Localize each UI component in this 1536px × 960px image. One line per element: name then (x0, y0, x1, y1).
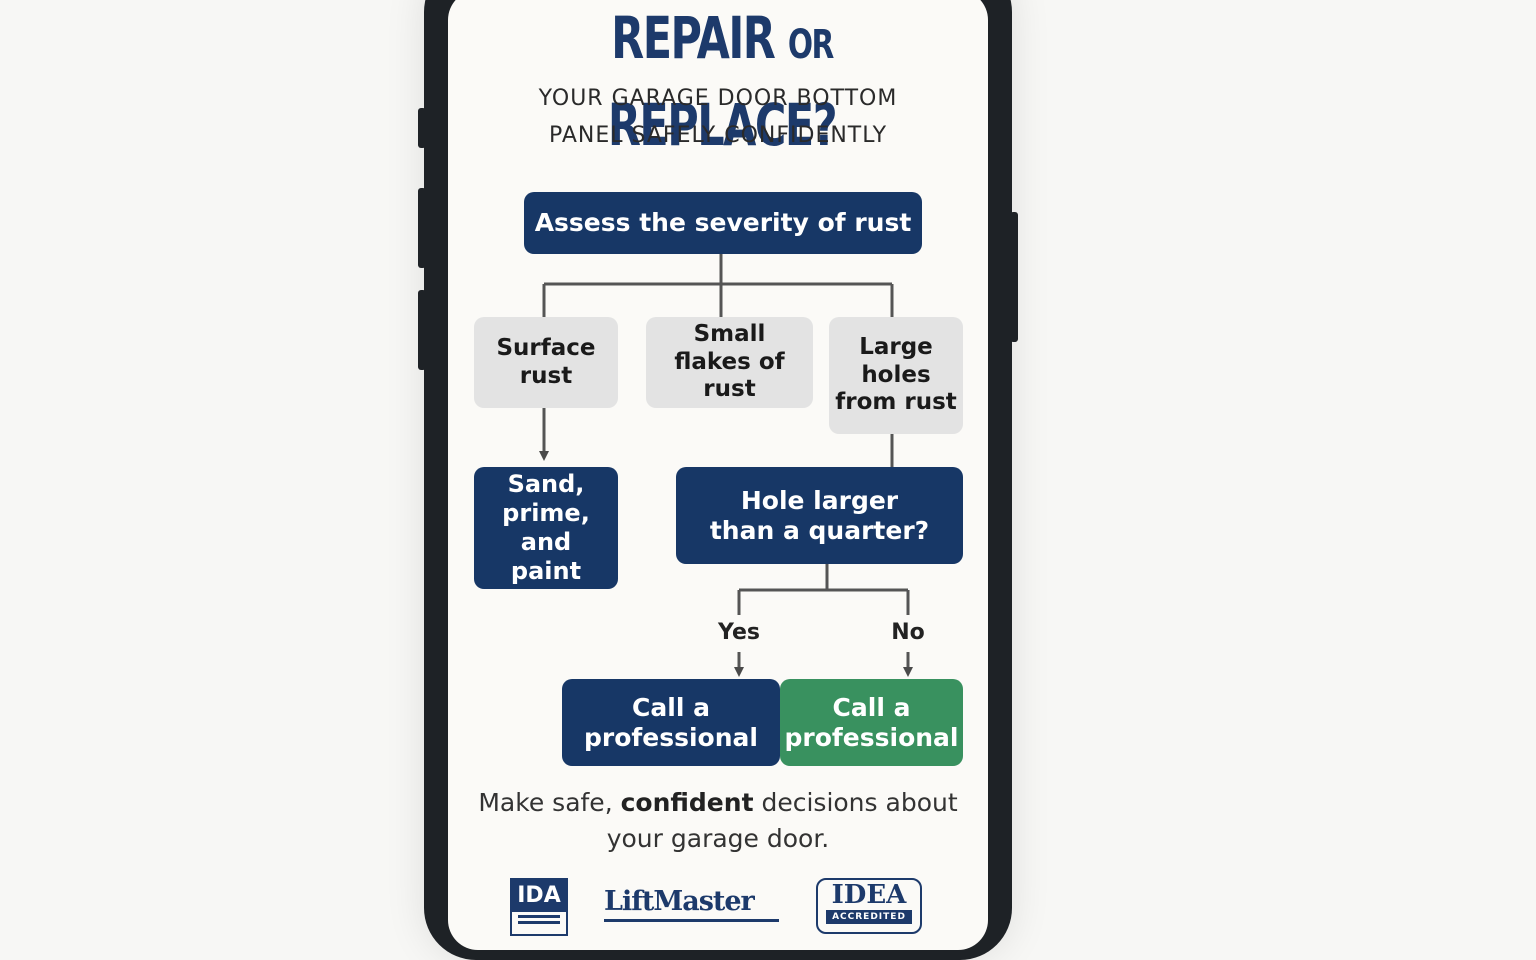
title-word-or: OR (787, 22, 834, 68)
option-large-holes: Large holes from rust (829, 317, 963, 434)
action-sand-prime-paint-label: Sand, prime, and paint (502, 470, 590, 585)
liftmaster-logo: LiftMaster (604, 886, 779, 922)
action-sand-prime-paint: Sand, prime, and paint (474, 467, 618, 589)
option-surface-rust-label: Surface rust (496, 334, 596, 389)
ida-logo-text: IDA (512, 880, 566, 912)
footer-tagline: Make safe, confident decisions about you… (458, 785, 978, 857)
branch-yes-label: Yes (718, 620, 760, 645)
phone-power-button (1010, 212, 1018, 342)
liftmaster-logo-text: LiftMaster (604, 886, 755, 917)
decision-hole-size-label: Hole larger than a quarter? (709, 485, 930, 545)
decision-hole-size: Hole larger than a quarter? (676, 467, 963, 564)
result-yes: Call a professional (562, 679, 780, 766)
phone-screen: REPAIR OR REPLACE? YOUR GARAGE DOOR BOTT… (448, 0, 988, 950)
footer-text-after: decisions about your garage door. (606, 788, 958, 853)
page-title: REPAIR OR REPLACE? (519, 0, 925, 165)
option-surface-rust: Surface rust (474, 317, 618, 408)
page-subtitle: YOUR GARAGE DOOR BOTTOM PANEL SAFELY CON… (468, 80, 968, 154)
root-node: Assess the severity of rust (524, 192, 922, 254)
branch-no-label: No (891, 620, 925, 645)
phone-side-button (418, 188, 426, 268)
subtitle-line-1: YOUR GARAGE DOOR BOTTOM (538, 86, 898, 111)
title-word-replace: REPLACE? (607, 91, 838, 159)
flow-connectors (539, 254, 913, 677)
footer-text-bold: confident (620, 788, 754, 817)
phone-side-button (418, 290, 426, 370)
option-large-holes-label: Large holes from rust (835, 334, 957, 416)
result-no-label: Call a professional (784, 692, 959, 752)
option-small-flakes: Small flakes of rust (646, 317, 813, 408)
idea-accredited-logo: IDEA ACCREDITED (816, 878, 922, 934)
result-yes-label: Call a professional (584, 692, 758, 752)
idea-logo-text: IDEA (831, 880, 907, 910)
idea-logo-subtext: ACCREDITED (826, 910, 912, 924)
footer-text-before: Make safe, (478, 788, 621, 817)
result-no: Call a professional (780, 679, 963, 766)
title-word-repair: REPAIR (611, 4, 776, 72)
ida-logo: IDA (510, 878, 568, 936)
root-node-label: Assess the severity of rust (534, 208, 912, 237)
phone-side-button (418, 108, 426, 148)
subtitle-line-2: PANEL SAFELY CONFIDENTLY (548, 123, 888, 148)
option-small-flakes-label: Small flakes of rust (674, 321, 785, 403)
